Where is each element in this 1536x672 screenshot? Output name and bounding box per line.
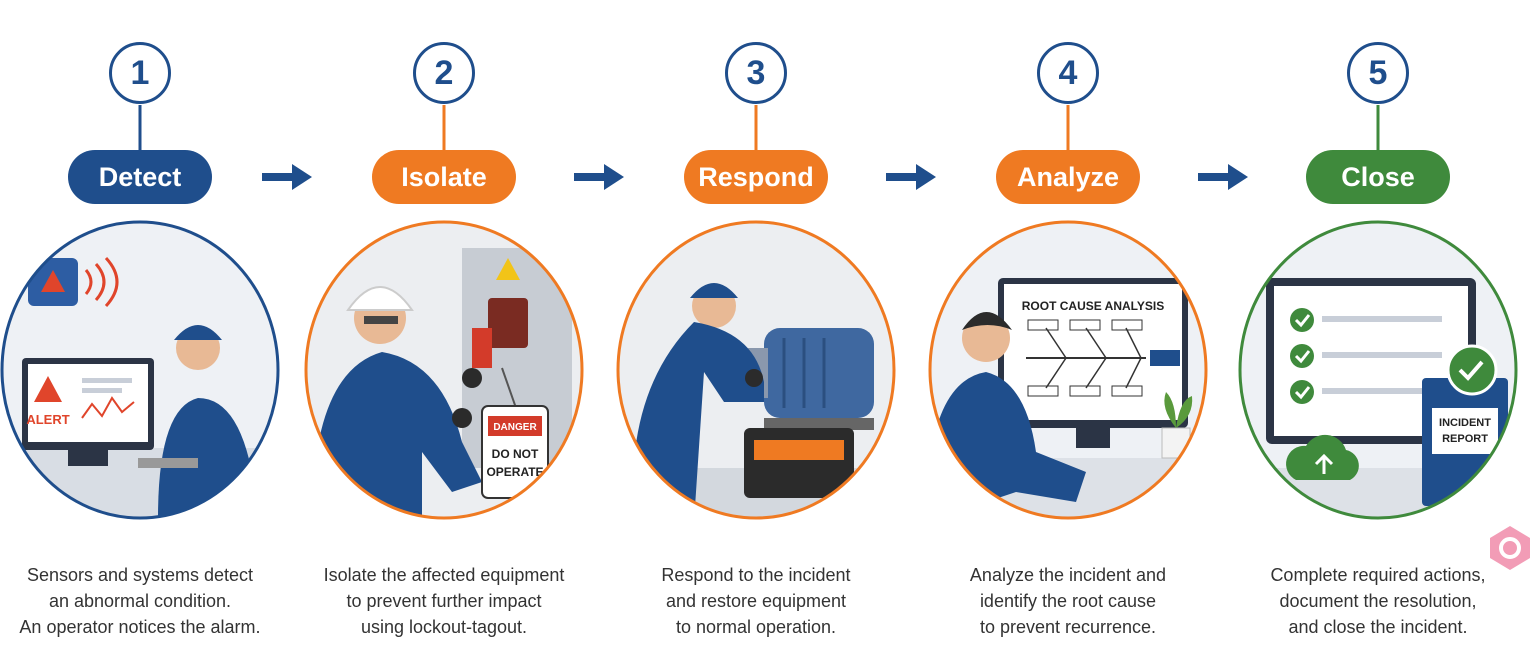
- toolbox: [744, 428, 854, 498]
- step-label-pill: Respond: [684, 150, 828, 204]
- step-description: Sensors and systems detect an abnormal c…: [19, 565, 261, 637]
- step-analyze: 4 Analyze ROOT CAUSE ANALYSIS: [918, 0, 1218, 672]
- check-icon: [1290, 308, 1314, 332]
- step-label-pill: Analyze: [996, 150, 1140, 204]
- report-label: INCIDENT: [1439, 417, 1491, 429]
- arrow-right-icon: [262, 164, 312, 190]
- report-label: REPORT: [1442, 433, 1488, 445]
- step-detect: 1 Detect ALERT Sensors and systems de: [0, 0, 290, 672]
- detect-illustration: ALERT: [0, 220, 280, 520]
- step-number: 4: [1037, 42, 1099, 104]
- step-description: Respond to the incident and restore equi…: [661, 565, 851, 637]
- connector-line: [1376, 105, 1380, 150]
- check-icon: [1446, 344, 1498, 396]
- respond-illustration: [616, 220, 896, 520]
- tag-text: OPERATE: [486, 465, 543, 479]
- plant: [1164, 392, 1193, 428]
- arrow-right-icon: [886, 164, 936, 190]
- step-description: Analyze the incident and identify the ro…: [969, 565, 1167, 637]
- step-close: 5 Close INCIDENT REPORT: [1228, 0, 1528, 672]
- arrow-right-icon: [1198, 164, 1248, 190]
- analyze-illustration: ROOT CAUSE ANALYSIS: [928, 220, 1208, 520]
- step-number: 5: [1347, 42, 1409, 104]
- hard-hat: [346, 286, 414, 311]
- isolate-illustration: DANGER DO NOT OPERATE: [304, 220, 584, 520]
- step-number: 2: [413, 42, 475, 104]
- step-number: 3: [725, 42, 787, 104]
- tag-text: DO NOT: [492, 447, 539, 461]
- step-label-pill: Close: [1306, 150, 1450, 204]
- step-description: Isolate the affected equipment to preven…: [323, 565, 565, 637]
- step-label-pill: Detect: [68, 150, 212, 204]
- step-label-pill: Isolate: [372, 150, 516, 204]
- step-isolate: 2 Isolate DANGER DO NOT OPERATE Isolate …: [294, 0, 594, 672]
- connector-line: [754, 105, 758, 150]
- step-description: Complete required actions, document the …: [1270, 565, 1486, 637]
- connector-line: [1066, 105, 1070, 150]
- alert-icon: [34, 376, 62, 402]
- check-icon: [1290, 344, 1314, 368]
- watermark-logo-icon: [1490, 526, 1530, 570]
- step-respond: 3 Respond Respond to the incident and re…: [606, 0, 906, 672]
- warning-icon: [41, 270, 65, 292]
- step-number: 1: [109, 42, 171, 104]
- arrow-right-icon: [574, 164, 624, 190]
- connector-line: [442, 105, 446, 150]
- alert-text: ALERT: [26, 412, 69, 427]
- close-illustration: INCIDENT REPORT: [1238, 220, 1518, 520]
- check-icon: [1290, 380, 1314, 404]
- connector-line: [138, 105, 142, 150]
- lockout-lock: [472, 328, 492, 368]
- motor: [764, 328, 874, 418]
- danger-text: DANGER: [493, 422, 537, 433]
- rca-title: ROOT CAUSE ANALYSIS: [1022, 299, 1164, 313]
